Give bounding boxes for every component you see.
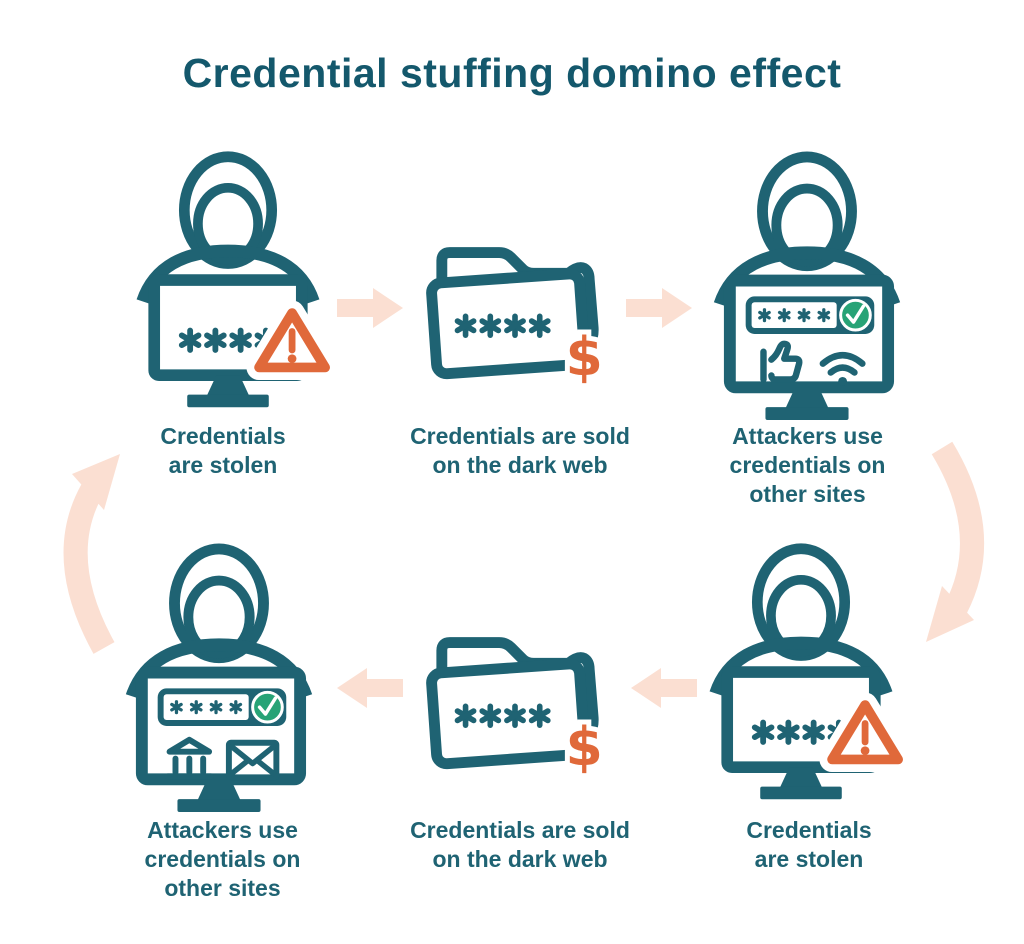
wifi-icon <box>819 352 866 386</box>
thumbs-up-icon <box>760 340 803 383</box>
page-title: Credential stuffing domino effect <box>182 50 842 96</box>
hacker-monitor-warning-icon <box>698 540 904 800</box>
hacker-monitor-success-banking-icon <box>114 540 324 812</box>
password-field-check-icon <box>746 296 875 334</box>
envelope-icon <box>225 739 280 781</box>
arrow-left-icon <box>631 668 697 708</box>
step-label-bottom-left: Attackers use credentials on other sites <box>144 817 301 901</box>
step-label-top-right: Attackers use credentials on other sites <box>729 423 886 507</box>
password-field-check-icon <box>158 688 287 726</box>
step-label-top-middle: Credentials are sold on the dark web <box>410 423 630 478</box>
arrow-left-icon <box>337 668 403 708</box>
curved-arrow-up-icon <box>63 454 120 654</box>
dollar-icon: $ <box>566 715 603 778</box>
arrow-right-icon <box>337 288 403 328</box>
hacker-monitor-warning-icon <box>125 148 331 408</box>
dollar-icon: $ <box>566 325 603 388</box>
step-label-bottom-middle: Credentials are sold on the dark web <box>410 817 630 872</box>
folder-dollar-icon: $ <box>413 605 608 783</box>
step-label-bottom-right: Credentials are stolen <box>746 817 872 872</box>
bank-icon <box>164 736 215 780</box>
curved-arrow-down-icon <box>926 441 985 642</box>
arrow-right-icon <box>626 288 692 328</box>
hacker-monitor-success-social-icon <box>702 148 912 420</box>
step-label-top-left: Credentials are stolen <box>160 423 286 478</box>
folder-dollar-icon: $ <box>413 215 608 393</box>
